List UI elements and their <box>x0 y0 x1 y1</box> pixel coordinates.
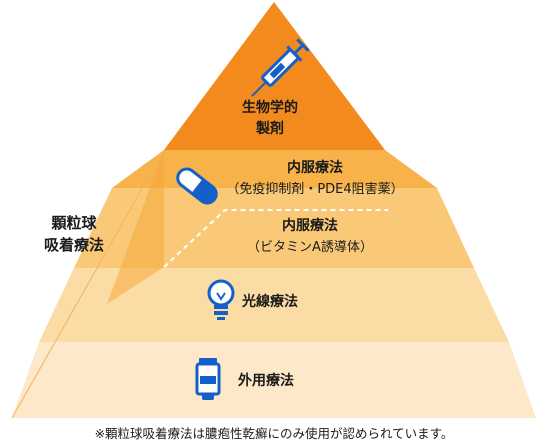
capsule-icon <box>176 167 218 205</box>
tier-phototherapy <box>39 268 509 342</box>
phototherapy-label: 光線療法 <box>241 293 298 310</box>
granulocyte-dashed-line <box>163 209 388 268</box>
syringe-icon <box>251 38 310 97</box>
biologics-label-line1: 生物学的 <box>242 99 298 116</box>
oral-pde4-sublabel: （免疫抑制剤・PDE4阻害薬） <box>226 181 403 197</box>
left-edge-line <box>11 149 165 419</box>
ointment-tube-icon <box>195 358 221 400</box>
biologics-label-line2: 製剤 <box>255 120 284 137</box>
oral-pde4-label: 内服療法 <box>287 159 343 176</box>
granulocyte-label-line1: 顆粒球 <box>51 214 97 232</box>
granulocyte-wedge <box>107 150 164 304</box>
tier-topical <box>12 342 536 418</box>
tier-oral-vitamin-a <box>74 188 474 268</box>
lightbulb-icon <box>207 279 235 320</box>
oral-vitamin-a-label: 内服療法 <box>282 217 338 234</box>
topical-label: 外用療法 <box>238 372 294 389</box>
footnote: ※顆粒球吸着療法は膿疱性乾癬にのみ使用が認められています。 <box>95 426 454 441</box>
oral-vitamin-a-sublabel: （ビタミンA誘導体） <box>247 240 373 255</box>
granulocyte-label-line2: 吸着療法 <box>44 236 104 254</box>
